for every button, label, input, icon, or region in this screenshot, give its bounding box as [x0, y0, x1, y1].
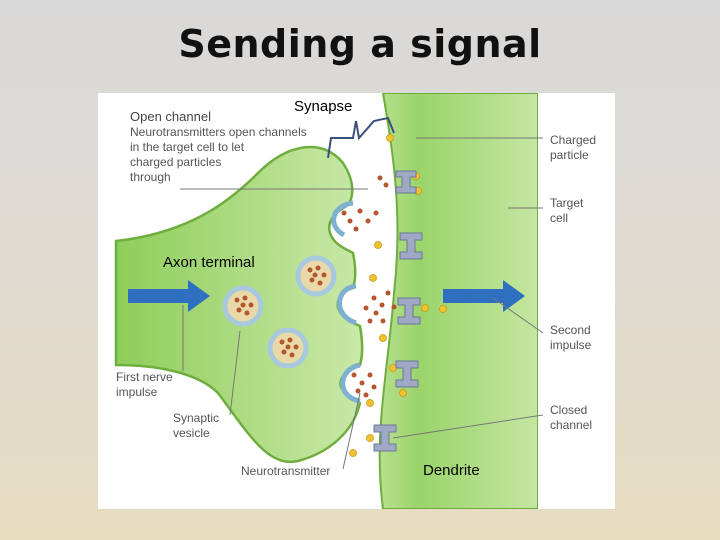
open-channel-title: Open channel: [130, 109, 211, 124]
synapse-bracket: [327, 116, 395, 159]
first-nerve-impulse-label: First nerve impulse: [116, 370, 173, 399]
ion-channels: [373, 170, 423, 452]
synaptic-vesicle-label: Synaptic vesicle: [173, 411, 220, 440]
synaptic-vesicles: [222, 255, 337, 369]
fusing-vesicles: [331, 200, 361, 404]
closed-channel-label: Closed channel: [550, 403, 593, 432]
axon-terminal-label: Axon terminal: [163, 254, 255, 271]
open-channel-text: Neurotransmitters open channels in the t…: [130, 125, 307, 184]
slide-title: Sending a signal: [178, 22, 542, 66]
neurotransmitter-label: Neurotransmitter: [241, 464, 331, 478]
dendrite-label: Dendrite: [423, 462, 480, 479]
synapse-label: Synapse: [294, 98, 353, 115]
impulse-arrows: [128, 280, 525, 312]
synapse-diagram: Open channel Neurotransmitters open chan…: [98, 93, 615, 509]
charged-particle-label: Charged particle: [550, 133, 597, 162]
neurotransmitter-dots: [341, 175, 397, 398]
first-impulse-arrow: [128, 280, 210, 312]
synapse-illustration: [114, 93, 615, 509]
second-impulse-arrow: [443, 280, 525, 312]
second-impulse-label: Second impulse: [550, 323, 592, 352]
target-cell-label: Target cell: [550, 196, 584, 225]
callout-lines: [180, 137, 544, 470]
